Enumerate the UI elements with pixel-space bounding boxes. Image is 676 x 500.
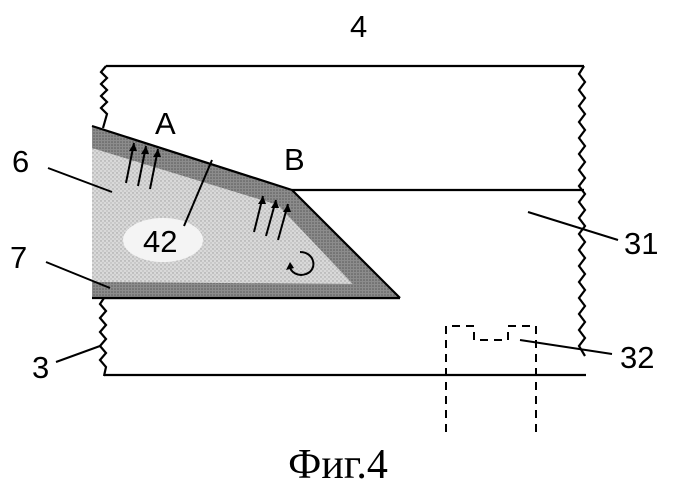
label-6: 6 <box>12 144 29 179</box>
label-7: 7 <box>10 240 27 275</box>
label-42: 42 <box>143 224 177 259</box>
label-31: 31 <box>624 226 658 261</box>
label-a: A <box>155 106 176 141</box>
figure-caption: Фиг.4 <box>288 442 388 488</box>
dashed-outline-32 <box>446 326 536 432</box>
lower-layer-3 <box>100 298 586 376</box>
label-3: 3 <box>32 350 49 385</box>
label-32: 32 <box>620 340 654 375</box>
wedge-region <box>92 126 400 298</box>
label-b: B <box>284 142 305 177</box>
label-4: 4 <box>350 9 367 44</box>
